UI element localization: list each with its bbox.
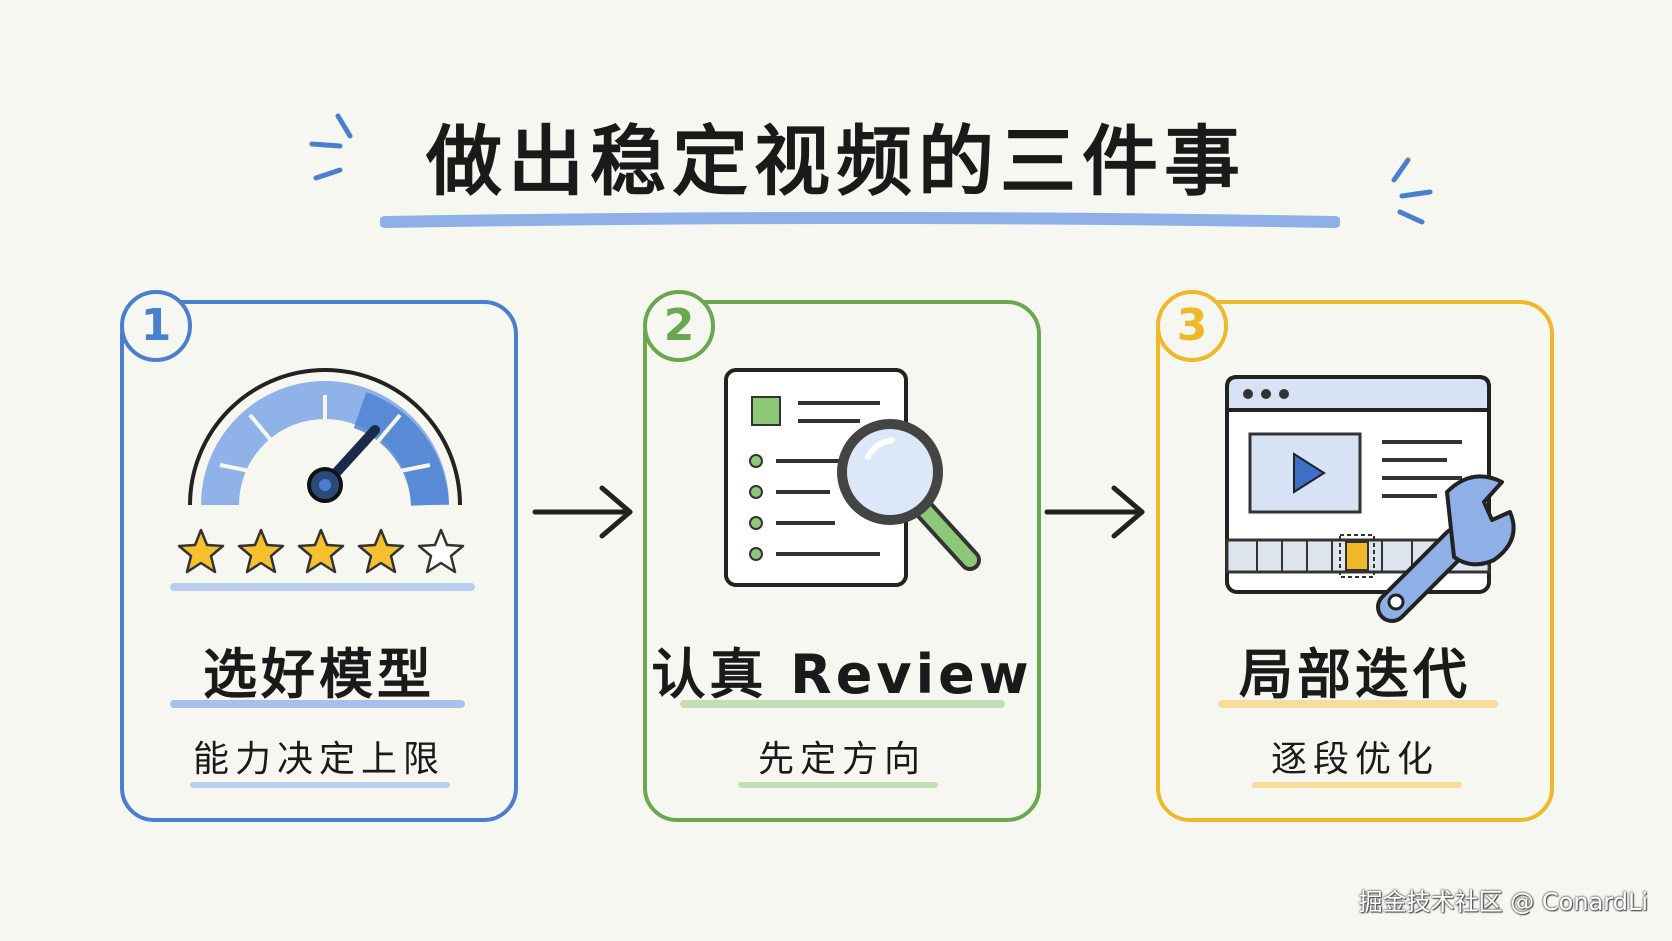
star-filled-icon [237, 528, 285, 574]
step-card-2 [643, 300, 1041, 822]
arrow-right-icon [1044, 485, 1145, 539]
step-subtitle-2-underline [738, 782, 938, 788]
rating-stars [177, 528, 465, 574]
step-title-2-underline [680, 700, 1005, 708]
step-title-3: 局部迭代 [1239, 643, 1471, 706]
watermark: 掘金技术社区 @ ConardLi [1358, 888, 1648, 916]
step-card-1 [120, 300, 518, 822]
step-number-badge-2: 2 [643, 290, 715, 362]
document-magnifier-icon [724, 368, 981, 587]
title-underline [380, 212, 1340, 228]
step-subtitle-1-underline [190, 782, 450, 788]
star-filled-icon [177, 528, 225, 574]
card-1-divider [170, 583, 475, 591]
step-title-1: 选好模型 [203, 643, 435, 706]
speedometer-icon [188, 368, 462, 507]
step-number-badge-3: 3 [1156, 290, 1228, 362]
video-editor-wrench-icon [1225, 375, 1516, 623]
step-number-badge-1: 1 [120, 290, 192, 362]
star-filled-icon [297, 528, 345, 574]
sparkle-right-icon [1391, 157, 1433, 225]
sparkle-left-icon [309, 113, 353, 181]
step-title-1-underline [170, 700, 465, 708]
step-title-3-underline [1218, 700, 1498, 708]
step-title-2: 认真 Review [651, 643, 1033, 706]
step-subtitle-3: 逐段优化 [1270, 739, 1439, 780]
step-card-3 [1156, 300, 1554, 822]
step-subtitle-1: 能力决定上限 [192, 739, 445, 780]
step-subtitle-2: 先定方向 [757, 739, 926, 780]
step-subtitle-3-underline [1252, 782, 1462, 788]
star-filled-icon [357, 528, 405, 574]
star-empty-icon [417, 528, 465, 574]
arrow-right-icon [532, 485, 633, 539]
page-title: 做出稳定视频的三件事 [426, 117, 1246, 206]
